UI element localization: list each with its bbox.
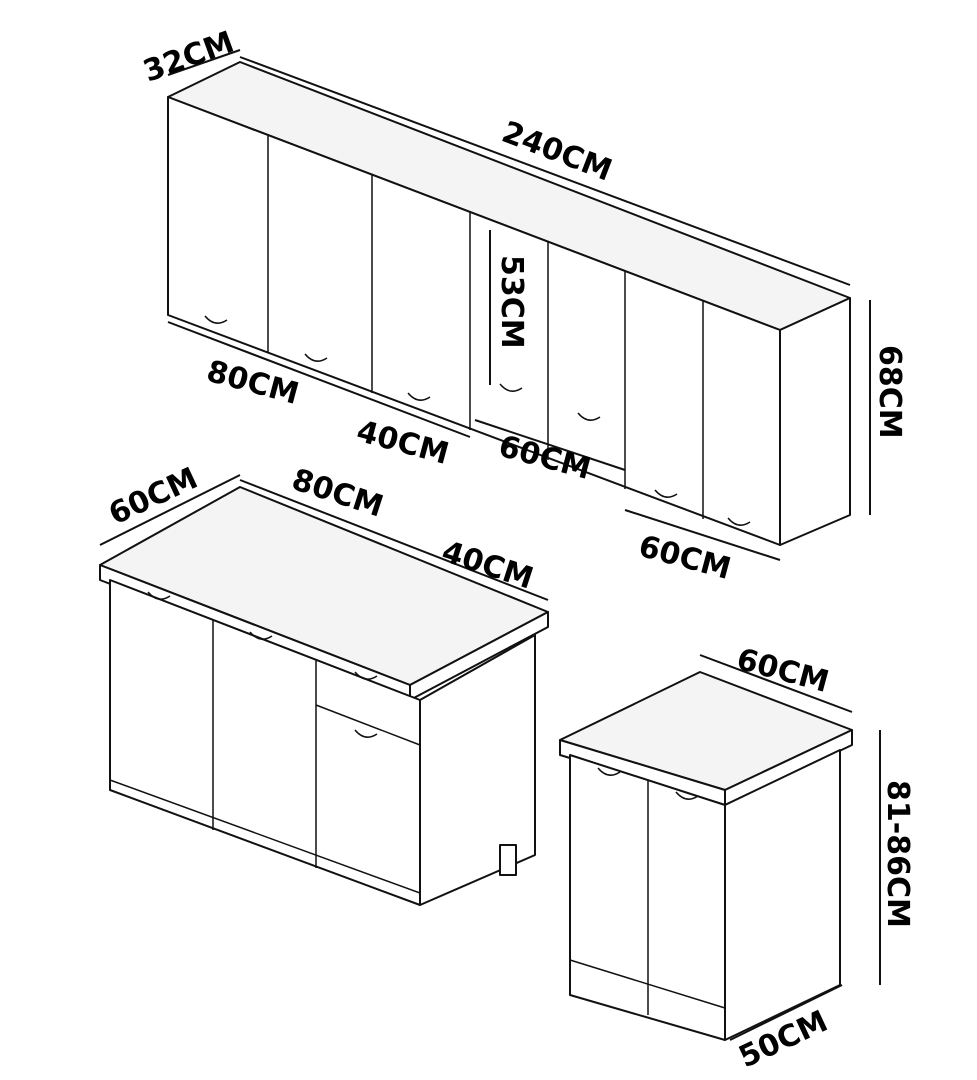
left-side-face <box>419 634 536 906</box>
lower-right-height-label: 81-86CM <box>880 780 915 928</box>
upper-inner-height-label: 53CM <box>494 255 529 349</box>
lower-right-cabinet <box>559 654 881 1041</box>
upper-door-dividers <box>267 135 704 519</box>
upper-cabinets <box>167 49 871 561</box>
upper-dimension-lines <box>167 49 871 561</box>
upper-width-b-label: 40CM <box>353 414 452 472</box>
upper-front-face <box>167 96 781 546</box>
upper-door-handles <box>204 315 751 526</box>
upper-side-face <box>779 297 851 546</box>
upper-width-d-label: 60CM <box>635 529 734 587</box>
lower-left-cabinet <box>99 474 549 906</box>
leg <box>499 844 517 876</box>
upper-height-label: 68CM <box>872 345 907 439</box>
upper-width-a-label: 80CM <box>203 354 302 412</box>
